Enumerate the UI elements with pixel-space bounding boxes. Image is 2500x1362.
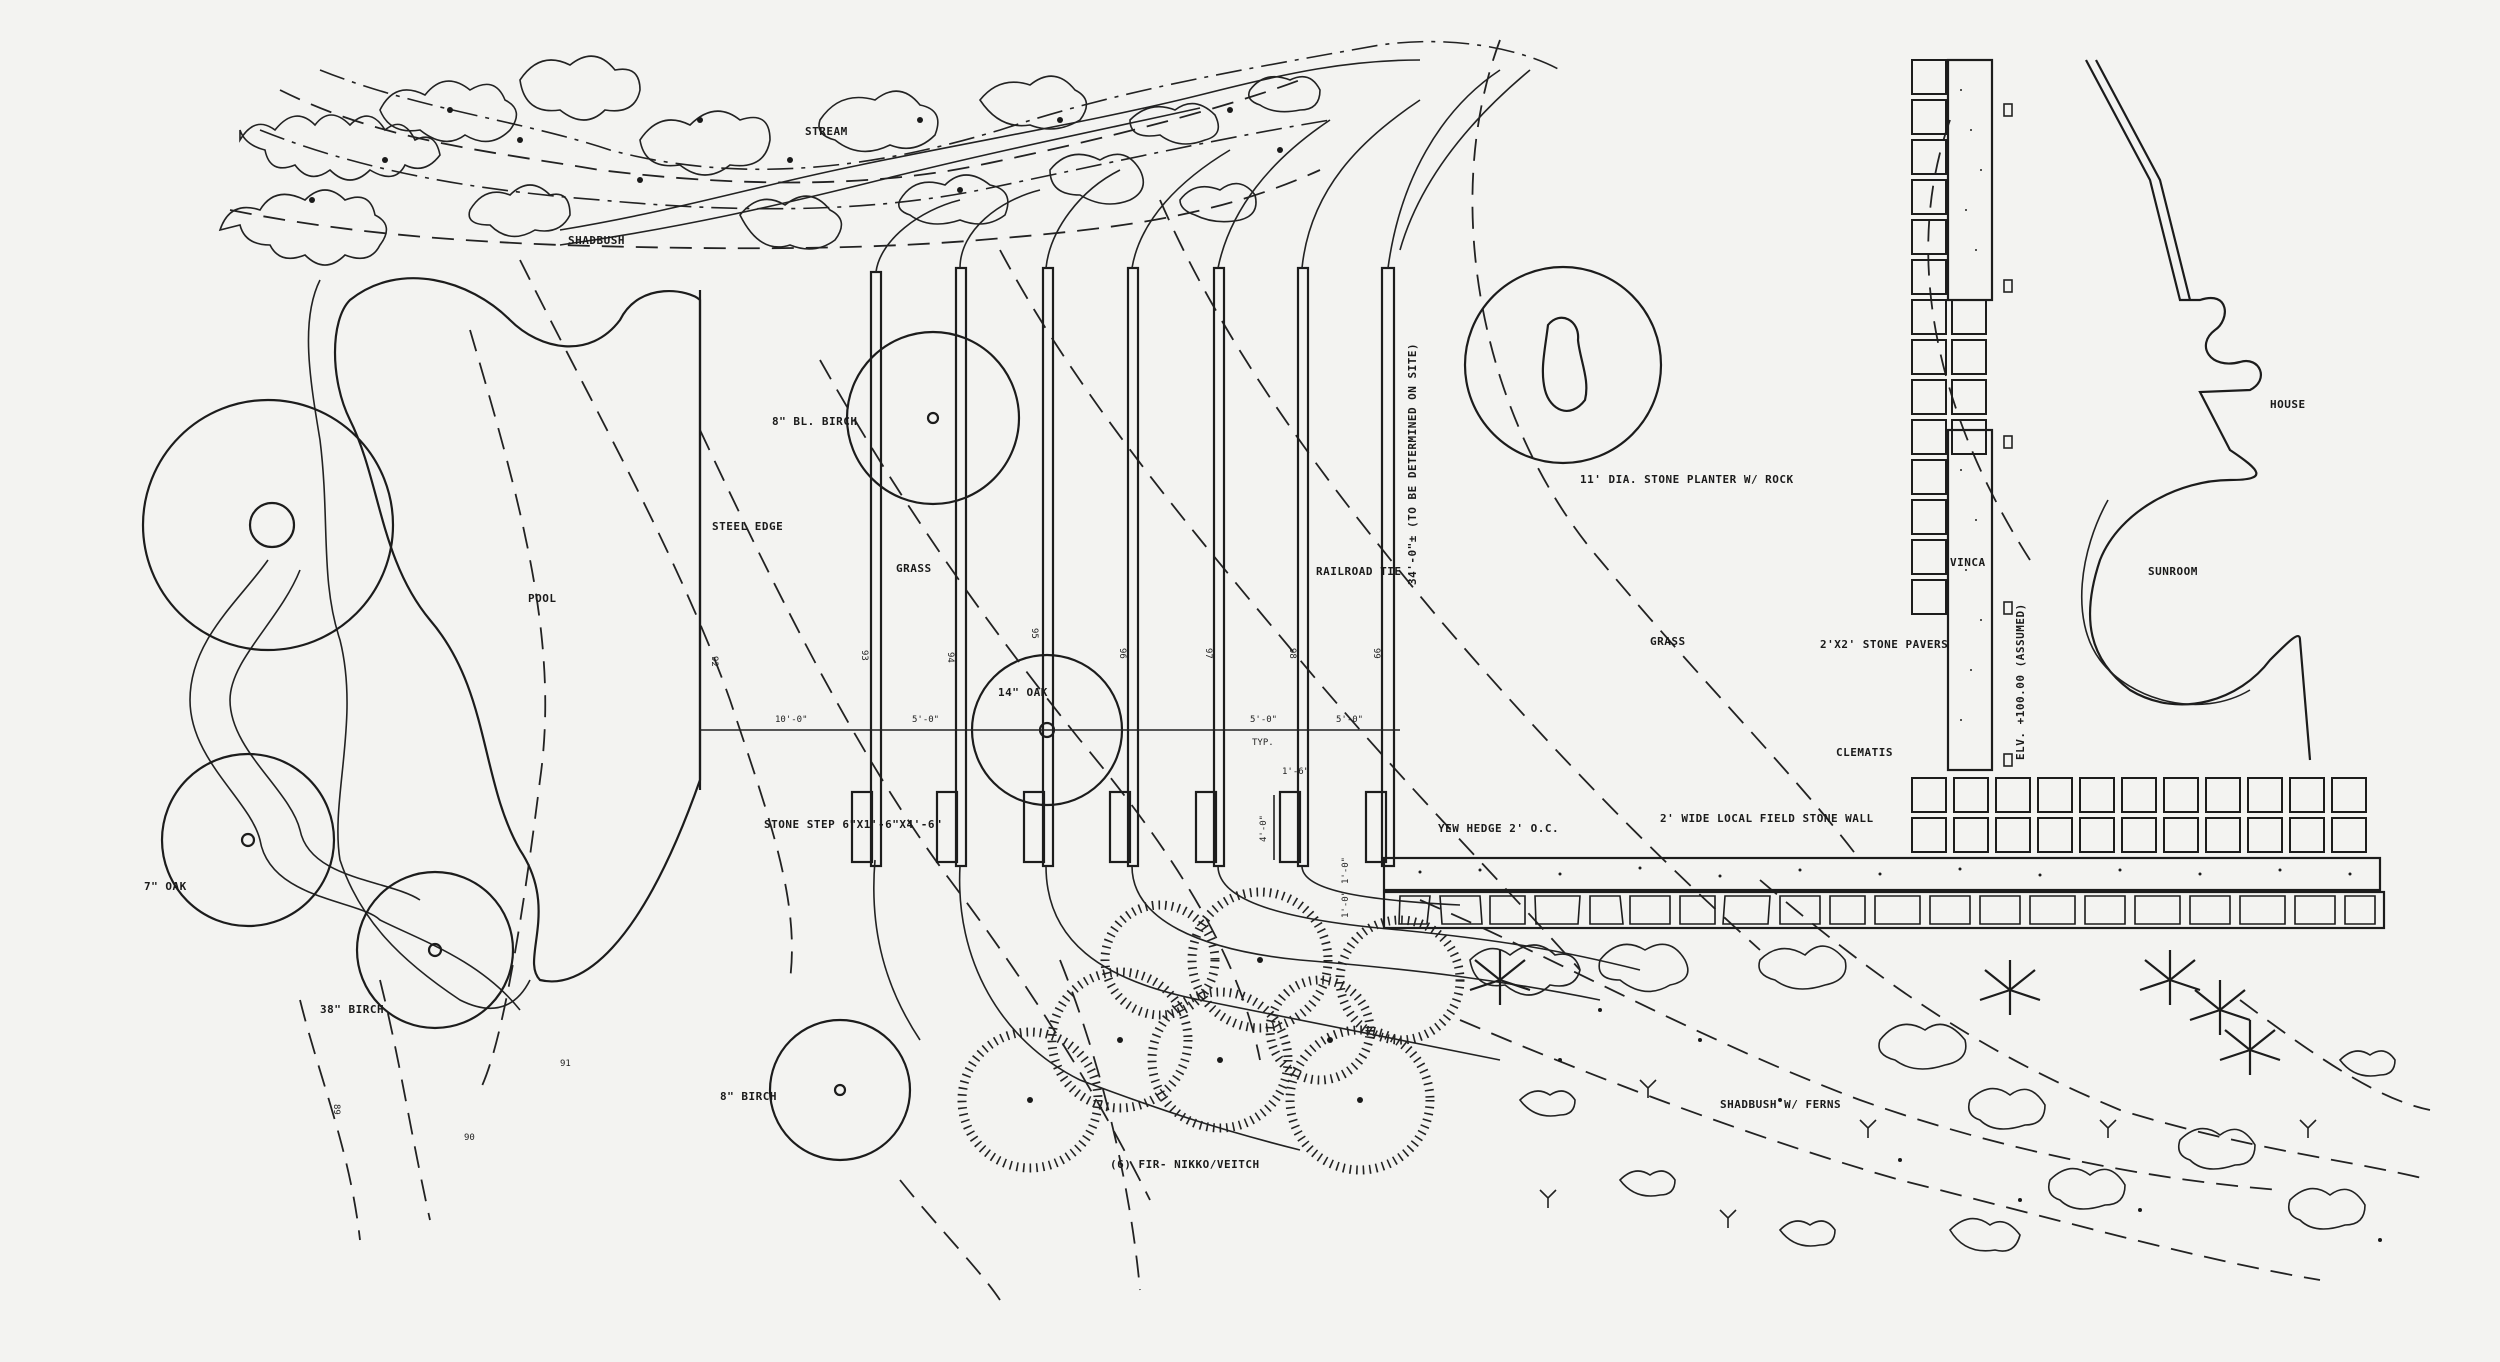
dim-typ: TYP. — [1252, 738, 1274, 748]
stone-paver — [2247, 817, 2283, 853]
contour-97: 97 — [1203, 648, 1213, 659]
dim-5: 1'-6" — [1282, 767, 1309, 777]
label-field-stone-wall: 2' WIDE LOCAL FIELD STONE WALL — [1660, 812, 1874, 825]
contour-96: 96 — [1117, 648, 1127, 659]
house — [2080, 59, 2312, 761]
stone-paver — [1995, 817, 2031, 853]
stone-paver — [1911, 499, 1947, 535]
stone-paver — [1911, 259, 1947, 295]
label-determined: 34'-0"± (TO BE DETERMINED ON SITE) — [1406, 343, 1419, 585]
stone-paver — [1953, 817, 1989, 853]
paver-patio — [1911, 59, 2367, 853]
dim-1: 10'-0" — [775, 715, 808, 725]
shadbush-ferns — [1469, 943, 2396, 1252]
stone-paver — [2121, 817, 2157, 853]
stone-paver — [1911, 299, 1947, 335]
vinca-beds — [1946, 58, 2013, 772]
stone-paver — [2205, 817, 2241, 853]
label-clematis: CLEMATIS — [1836, 746, 1893, 759]
label-grass-right: GRASS — [1650, 635, 1686, 648]
pool — [189, 277, 702, 1011]
stone-paver — [1911, 139, 1947, 175]
stone-paver — [2037, 777, 2073, 813]
label-stone-step: STONE STEP 6"X1'-6"X4'-6" — [764, 818, 942, 831]
label-oak-left: 7" OAK — [144, 880, 187, 893]
railroad-ties — [700, 69, 1641, 1151]
label-vinca: VINCA — [1950, 556, 1986, 569]
stone-paver — [1911, 777, 1947, 813]
label-yew-hedge: YEW HEDGE 2' O.C. — [1438, 822, 1559, 835]
stone-paver — [1911, 59, 1947, 95]
stone-wall — [1382, 856, 2386, 930]
stone-paver — [2163, 777, 2199, 813]
stone-paver — [2289, 817, 2325, 853]
stone-paver — [1995, 777, 2031, 813]
label-shadbush: SHADBUSH — [568, 234, 625, 247]
stone-paver — [2121, 777, 2157, 813]
dim-6: 4'-0" — [1259, 815, 1269, 842]
contour-99: 99 — [1371, 648, 1381, 659]
label-stream: STREAM — [805, 125, 848, 138]
stone-paver — [1951, 339, 1987, 375]
stone-paver — [1911, 179, 1947, 215]
stone-paver — [1911, 379, 1947, 415]
stone-paver — [1911, 419, 1947, 455]
label-pool: POOL — [528, 592, 557, 605]
woodland-band — [218, 40, 1561, 266]
label-shadbush-ferns: SHADBUSH W/ FERNS — [1720, 1098, 1841, 1111]
stone-paver — [1911, 579, 1947, 615]
labels: STREAM SHADBUSH 8" BL. BIRCH STEEL EDGE … — [144, 125, 2306, 1171]
contour-93: 93 — [859, 650, 869, 661]
label-elevation: ELV. +100.00 (ASSUMED) — [2014, 603, 2027, 760]
dim-2: 5'-0" — [912, 715, 939, 725]
contour-lines — [299, 39, 2431, 1301]
label-stone-planter: 11' DIA. STONE PLANTER W/ ROCK — [1580, 473, 1794, 486]
label-railroad-tie: RAILROAD TIE — [1316, 565, 1401, 578]
contour-91: 91 — [560, 1059, 571, 1069]
stone-paver — [2289, 777, 2325, 813]
stone-paver — [2163, 817, 2199, 853]
stone-paver — [2247, 777, 2283, 813]
label-bl-birch: 8" BL. BIRCH — [772, 415, 857, 428]
label-sunroom: SUNROOM — [2148, 565, 2198, 578]
stone-paver — [1911, 817, 1947, 853]
stone-paver — [2331, 817, 2367, 853]
stone-paver — [1911, 339, 1947, 375]
stone-paver — [2079, 817, 2115, 853]
dim-8: 1'-0" — [1341, 891, 1351, 918]
stone-paver — [1911, 219, 1947, 255]
contour-90: 90 — [464, 1133, 475, 1143]
label-house: HOUSE — [2270, 398, 2306, 411]
stone-paver — [1953, 777, 1989, 813]
dim-7: 1'-0" — [1341, 857, 1351, 884]
stone-paver — [1911, 459, 1947, 495]
stone-paver — [2205, 777, 2241, 813]
tree-symbols — [141, 265, 1663, 1162]
contour-89: 89 — [331, 1104, 341, 1115]
label-birch-8: 8" BIRCH — [720, 1090, 777, 1103]
stone-paver — [2037, 817, 2073, 853]
label-oak-14: 14" OAK — [998, 686, 1048, 699]
label-steel-edge: STEEL EDGE — [712, 520, 783, 533]
label-stone-pavers: 2'X2' STONE PAVERS — [1820, 638, 1948, 651]
label-fir: (6) FIR- NIKKO/VEITCH — [1110, 1158, 1260, 1171]
label-grass-center: GRASS — [896, 562, 932, 575]
contour-98: 98 — [1287, 648, 1297, 659]
dim-4: 5'-0" — [1336, 715, 1363, 725]
contour-95: 95 — [1029, 628, 1039, 639]
contour-92: 92 — [709, 656, 719, 667]
stone-paver — [1951, 379, 1987, 415]
stone-paver — [1951, 299, 1987, 335]
contour-94: 94 — [945, 652, 955, 663]
dim-3: 5'-0" — [1250, 715, 1277, 725]
fir-shrubs — [957, 887, 1465, 1175]
stone-paver — [2079, 777, 2115, 813]
stone-paver — [1951, 419, 1987, 455]
stone-paver — [1911, 99, 1947, 135]
stone-paver — [2331, 777, 2367, 813]
label-birch-38: 38" BIRCH — [320, 1003, 384, 1016]
stone-paver — [1911, 539, 1947, 575]
